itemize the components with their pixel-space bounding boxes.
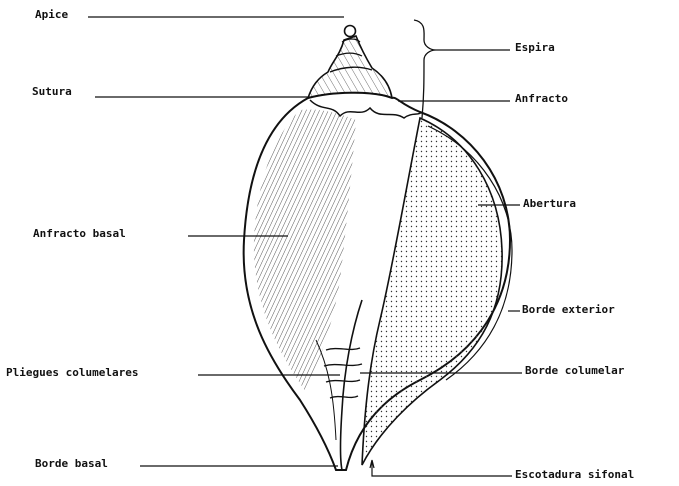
- label-abertura: Abertura: [523, 198, 576, 210]
- label-borde-basal: Borde basal: [35, 458, 108, 470]
- label-escotadura-sifonal: Escotadura sifonal: [515, 469, 634, 481]
- spire: [308, 26, 392, 99]
- label-sutura: Sutura: [32, 86, 72, 98]
- label-anfracto: Anfracto: [515, 93, 568, 105]
- label-borde-columelar: Borde columelar: [525, 365, 624, 377]
- label-borde-exterior: Borde exterior: [522, 304, 615, 316]
- leader-escotadura: [372, 462, 512, 476]
- label-pliegues-columelares: Pliegues columelares: [6, 367, 138, 379]
- body-whorl: [244, 93, 512, 470]
- label-apice: Apice: [35, 9, 68, 21]
- espira-brace: [414, 20, 436, 118]
- apex-knob: [345, 26, 356, 37]
- label-espira: Espira: [515, 42, 555, 54]
- label-anfracto-basal: Anfracto basal: [33, 228, 126, 240]
